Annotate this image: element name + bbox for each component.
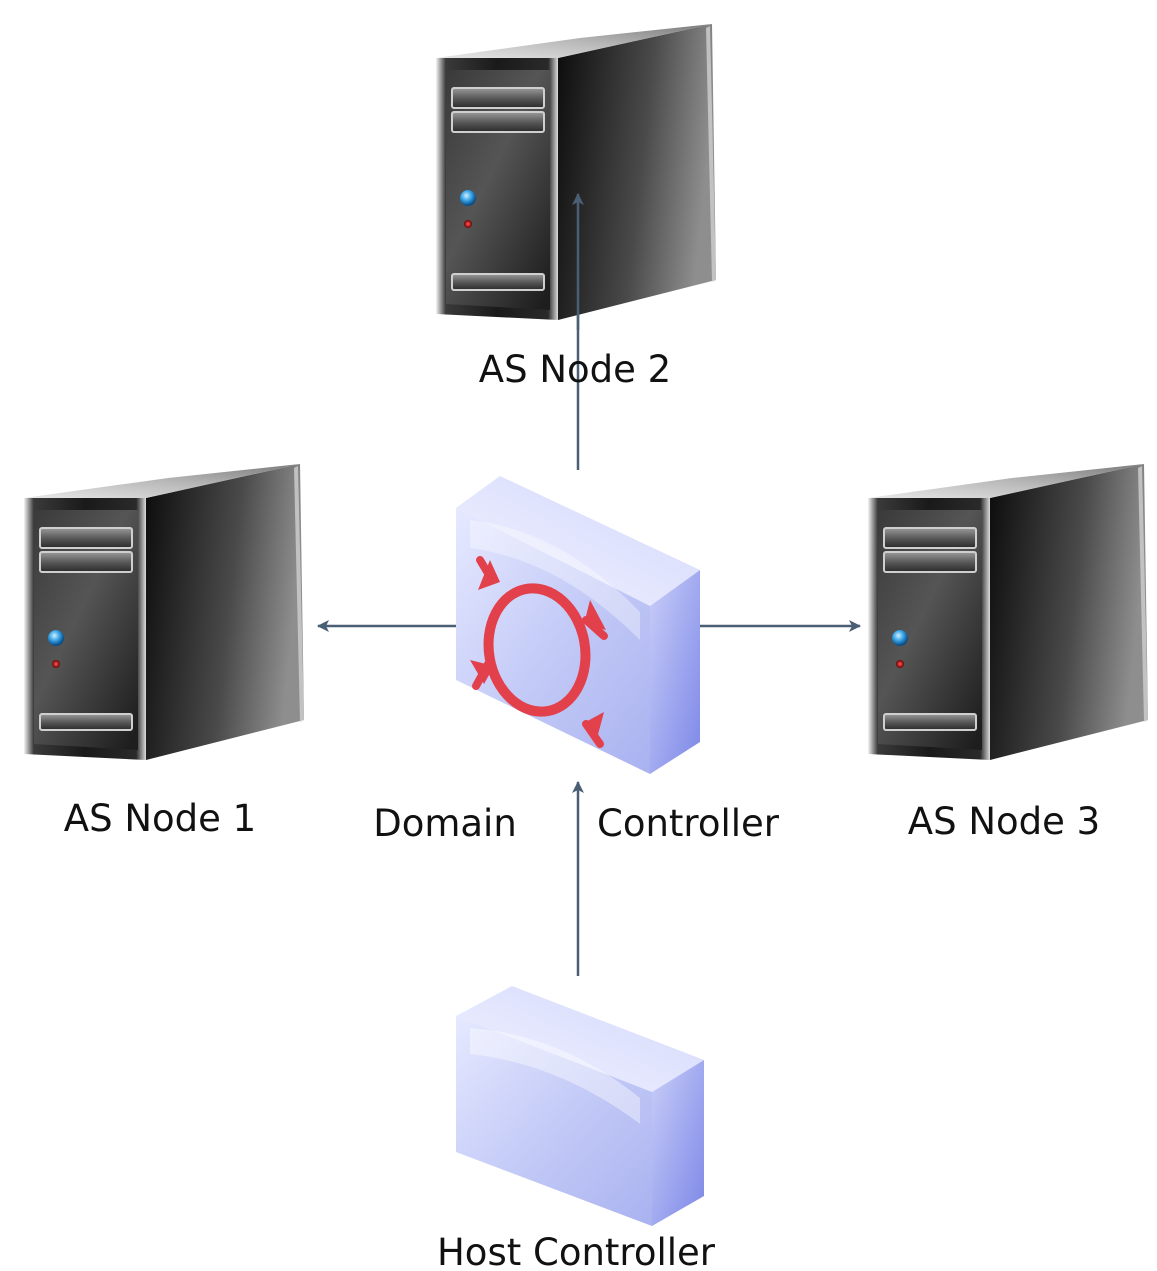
- server-tower-icon: [23, 463, 305, 761]
- server-tower-icon: [435, 23, 717, 321]
- domain-controller[interactable]: Domain Controller: [373, 476, 780, 845]
- blank-cube-icon: [456, 986, 704, 1226]
- as-node-2[interactable]: AS Node 2: [435, 23, 717, 391]
- node-label: AS Node 2: [479, 348, 671, 391]
- as-node-3[interactable]: AS Node 3: [867, 463, 1149, 843]
- controller-label: Controller: [597, 802, 780, 845]
- server-tower-icon: [867, 463, 1149, 761]
- node-label: Host Controller: [437, 1231, 716, 1271]
- node-label: AS Node 1: [64, 797, 256, 840]
- router-cube-icon: [456, 476, 700, 774]
- node-label: AS Node 3: [908, 800, 1100, 843]
- as-node-1[interactable]: AS Node 1: [23, 463, 305, 840]
- host-controller[interactable]: Host Controller: [437, 986, 716, 1271]
- domain-label: Domain: [373, 802, 517, 845]
